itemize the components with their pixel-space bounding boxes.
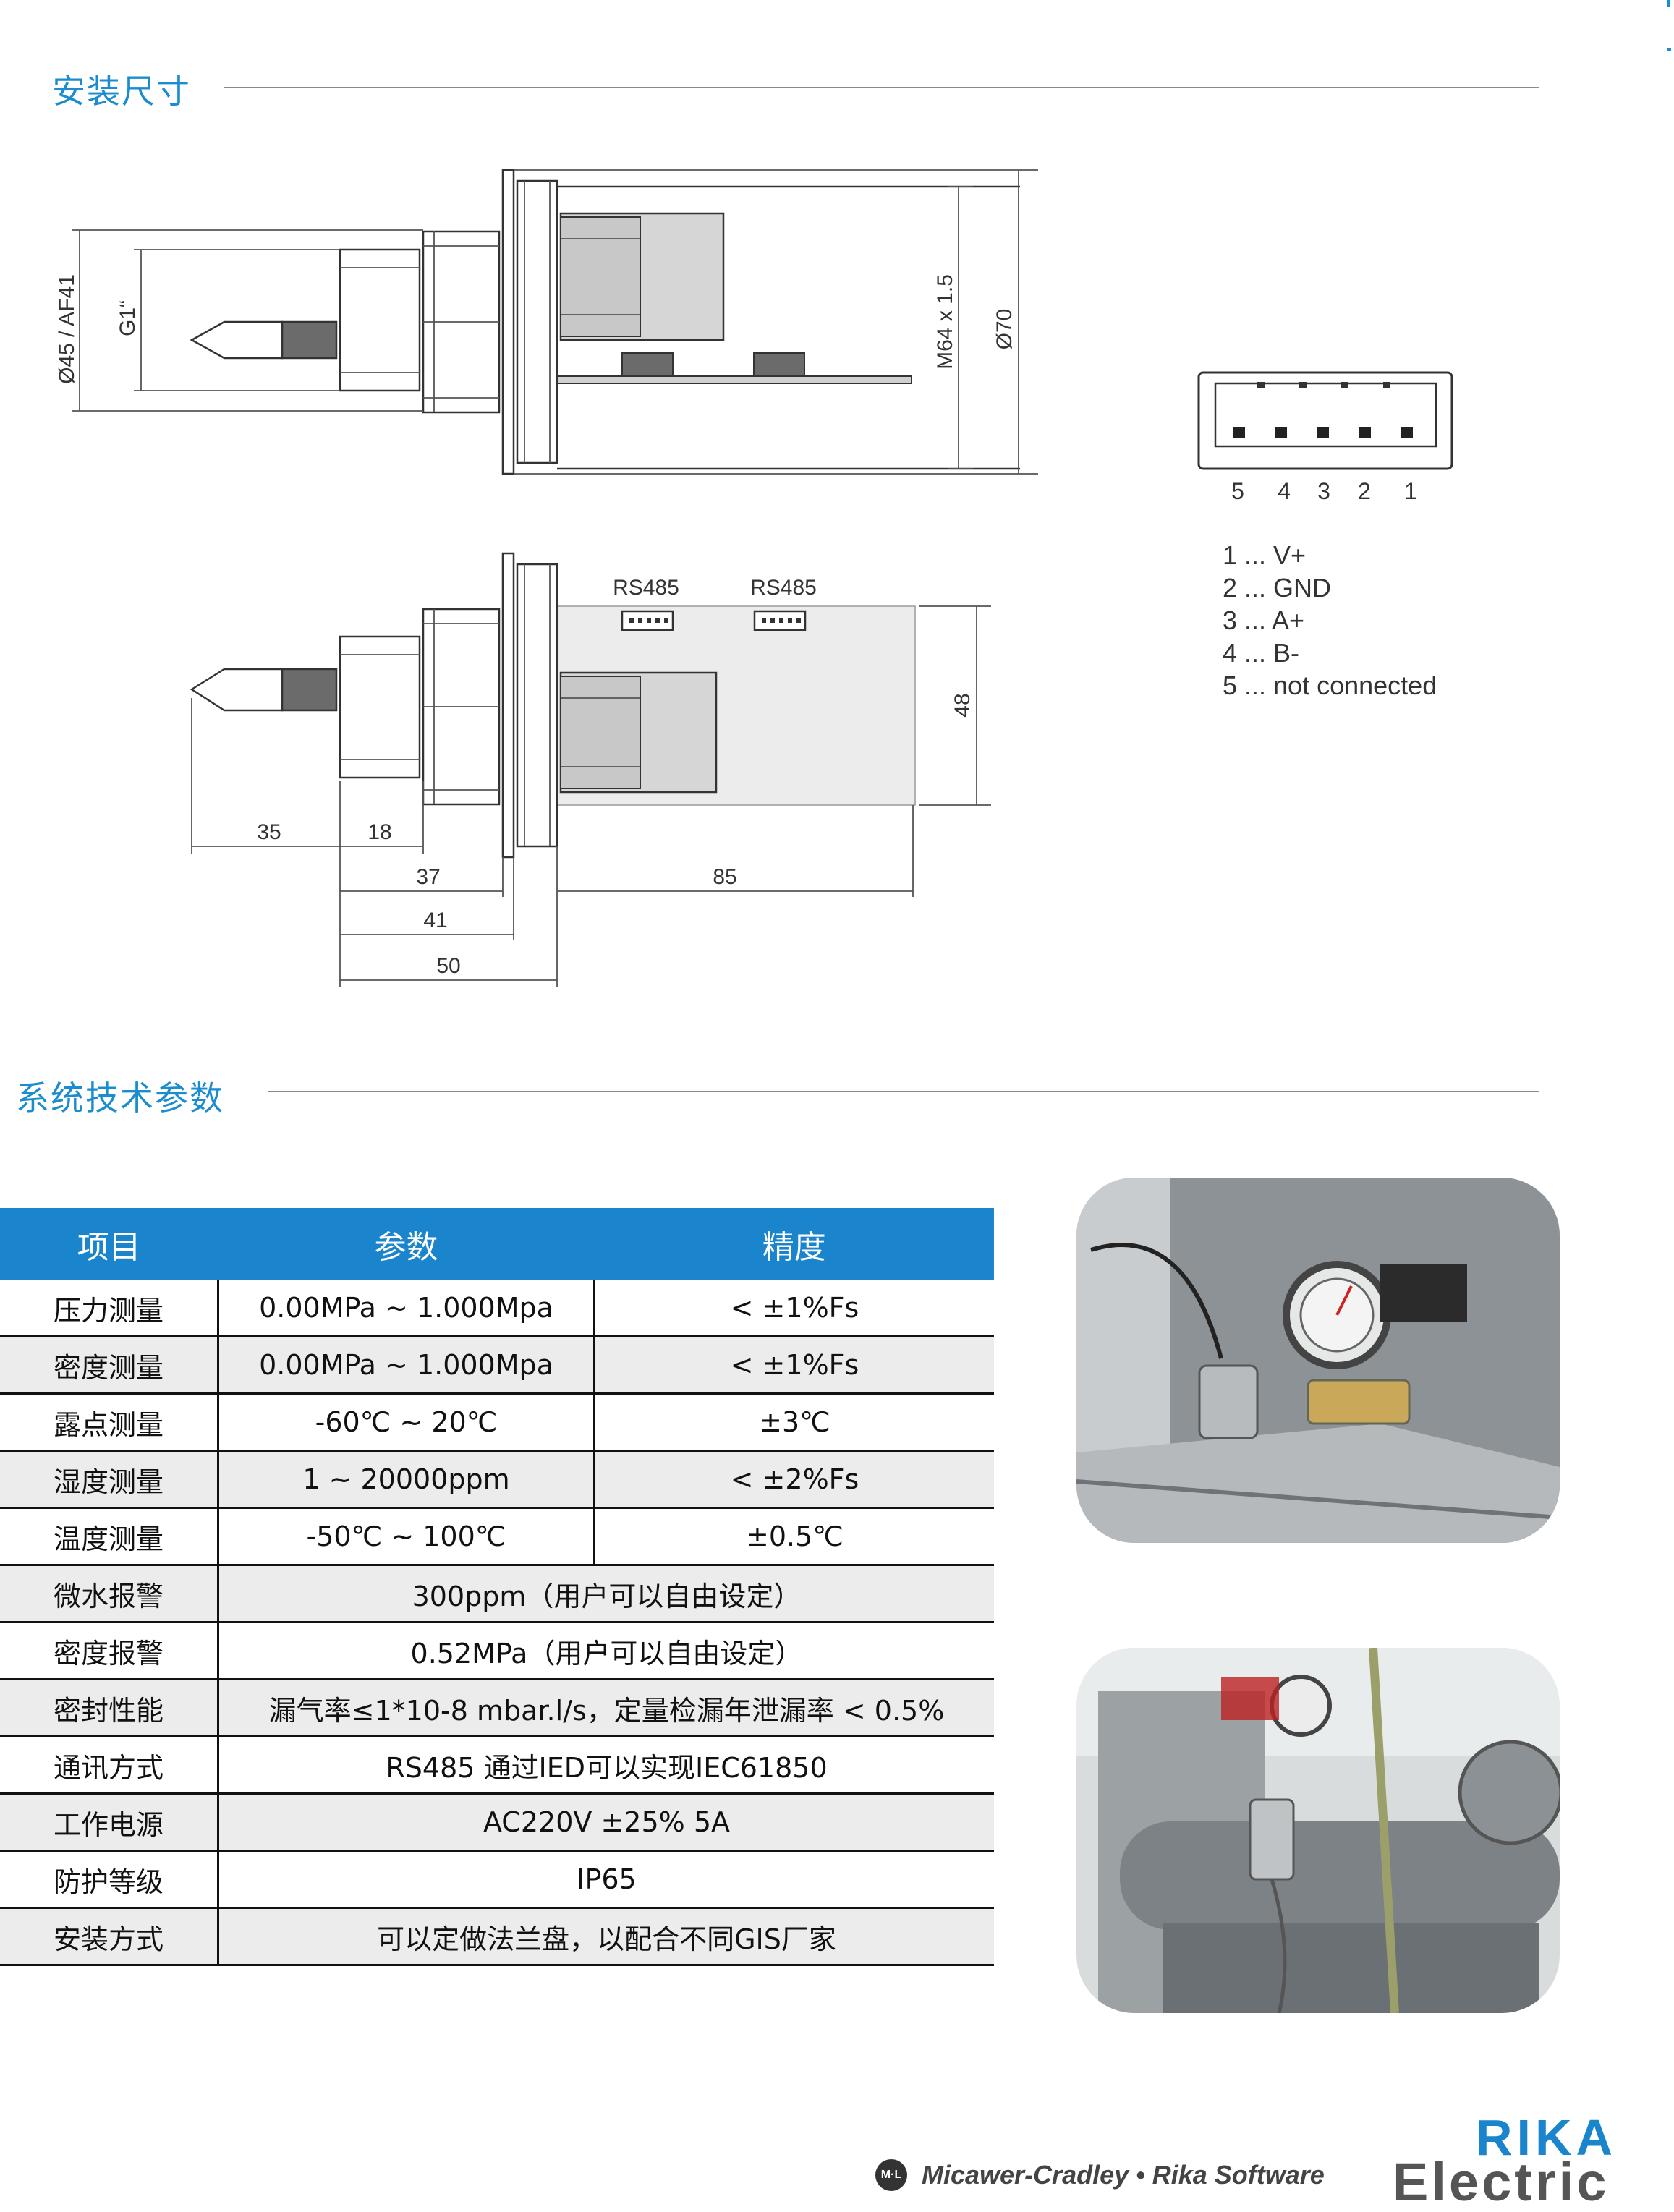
flange xyxy=(501,552,515,859)
probe-tip xyxy=(190,668,284,712)
table-cell-param: 0.52MPa（用户可以自由设定） xyxy=(218,1622,994,1680)
pin-number: 2 xyxy=(1358,478,1371,504)
pin-number: 5 xyxy=(1231,478,1244,504)
table-row: 温度测量 -50℃ ~ 100℃ ±0.5℃ xyxy=(0,1507,994,1566)
table-cell-accuracy: < ±1%Fs xyxy=(594,1280,994,1337)
electric-logo-text: Electric xyxy=(1393,2152,1610,2212)
pin-legend-item: 2 ... GND xyxy=(1223,573,1332,603)
table-cell-item: 湿度测量 xyxy=(0,1450,219,1509)
table-cell-item: 微水报警 xyxy=(0,1565,219,1623)
pin-legend-item: 3 ... A+ xyxy=(1223,605,1305,635)
table-cell-item: 压力测量 xyxy=(0,1280,219,1337)
table-row: 防护等级 IP65 xyxy=(0,1850,994,1909)
dim-50: 50 xyxy=(436,954,460,978)
pin-number: 4 xyxy=(1278,478,1291,504)
footer-brand-text: Micawer-Cradley • Rika Software xyxy=(922,2160,1325,2190)
technical-drawing: .ln { stroke:#333; stroke-width:2.5; fil… xyxy=(55,169,1453,987)
table-cell-item: 防护等级 xyxy=(0,1850,219,1909)
table-cell-param: 300ppm（用户可以自由设定） xyxy=(218,1565,994,1623)
pin-legend-item: 5 ... not connected xyxy=(1223,671,1437,700)
table-row: 露点测量 -60℃ ~ 20℃ ±3℃ xyxy=(0,1393,994,1452)
installation-photo-gis xyxy=(1076,1648,1560,2013)
table-cell-accuracy: ±0.5℃ xyxy=(594,1507,994,1566)
rs485-label: RS485 xyxy=(750,576,817,600)
dim-18: 18 xyxy=(367,820,391,844)
table-cell-item: 工作电源 xyxy=(0,1793,219,1852)
table-cell-item: 温度测量 xyxy=(0,1507,219,1566)
rs485-label: RS485 xyxy=(613,576,679,600)
table-cell-item: 安装方式 xyxy=(0,1907,219,1966)
table-header-row: 项目 参数 精度 xyxy=(0,1208,994,1280)
table-cell-accuracy: < ±1%Fs xyxy=(594,1336,994,1395)
table-cell-param: -50℃ ~ 100℃ xyxy=(218,1507,595,1566)
table-header: 项目 xyxy=(0,1208,218,1280)
table-row: 工作电源 AC220V ±25% 5A xyxy=(0,1793,994,1852)
section-title-tech: 系统技术参数 xyxy=(16,1079,224,1118)
section-divider xyxy=(224,87,1539,88)
dim-thread-label: M64 x 1.5 xyxy=(933,274,957,370)
table-cell-item: 密度报警 xyxy=(0,1622,219,1680)
table-cell-param: -60℃ ~ 20℃ xyxy=(218,1393,595,1452)
table-header: 参数 xyxy=(218,1208,595,1280)
dim-flange-label: Ø70 xyxy=(993,309,1016,350)
spec-table: 项目 参数 精度 压力测量 0.00MPa ~ 1.000Mpa < ±1%Fs… xyxy=(0,1208,994,1966)
section-title-install: 安装尺寸 xyxy=(52,72,191,111)
dim-dia-label: Ø45 / AF41 xyxy=(55,274,79,384)
sensor-band xyxy=(281,320,338,360)
dim-85: 85 xyxy=(713,865,736,889)
footer-brand: M·L Micawer-Cradley • Rika Software xyxy=(875,2159,1325,2191)
pin-legend: 1 ... V+ 2 ... GND 3 ... A+ 4 ... B- 5 .… xyxy=(1223,539,1437,702)
table-cell-param: 1 ~ 20000ppm xyxy=(218,1450,595,1509)
table-row: 压力测量 0.00MPa ~ 1.000Mpa < ±1%Fs xyxy=(0,1280,994,1337)
side-view: RS485 RS485 48 xyxy=(190,552,991,987)
table-row: 密度报警 0.52MPa（用户可以自由设定） xyxy=(0,1622,994,1680)
table-cell-accuracy: ±3℃ xyxy=(594,1393,994,1452)
pin-legend-item: 4 ... B- xyxy=(1223,638,1300,668)
table-row: 安装方式 可以定做法兰盘，以配合不同GIS厂家 xyxy=(0,1907,994,1966)
fitting-nut xyxy=(339,248,421,392)
table-cell-param: AC220V ±25% 5A xyxy=(218,1793,994,1852)
rika-logo-text: RIKA xyxy=(1476,2109,1618,2166)
edge-mark xyxy=(1667,0,1670,7)
table-cell-param: 0.00MPa ~ 1.000Mpa xyxy=(218,1336,595,1395)
dim-37: 37 xyxy=(416,865,440,889)
table-cell-item: 通讯方式 xyxy=(0,1736,219,1795)
table-row: 密度测量 0.00MPa ~ 1.000Mpa < ±1%Fs xyxy=(0,1336,994,1395)
dim-35: 35 xyxy=(257,820,281,844)
table-cell-param: 0.00MPa ~ 1.000Mpa xyxy=(218,1280,595,1337)
table-cell-param: 漏气率≤1*10-8 mbar.l/s，定量检漏年泄漏率 < 0.5% xyxy=(218,1679,994,1737)
pin-legend-item: 1 ... V+ xyxy=(1223,540,1307,570)
dim-41: 41 xyxy=(423,909,447,932)
pin-number: 1 xyxy=(1404,478,1417,504)
probe-tip xyxy=(190,320,284,360)
table-row: 通讯方式 RS485 通过IED可以实现IEC61850 xyxy=(0,1736,994,1795)
installation-photo-gauge xyxy=(1076,1178,1560,1543)
table-cell-param: RS485 通过IED可以实现IEC61850 xyxy=(218,1736,994,1795)
table-row: 密封性能 漏气率≤1*10-8 mbar.l/s，定量检漏年泄漏率 < 0.5% xyxy=(0,1679,994,1737)
table-header: 精度 xyxy=(594,1208,994,1280)
pin-connector: 5 4 3 2 1 xyxy=(1197,371,1453,504)
table-cell-param: IP65 xyxy=(218,1850,994,1909)
dim-g-label: G1“ xyxy=(116,300,140,336)
table-row: 湿度测量 1 ~ 20000ppm < ±2%Fs xyxy=(0,1450,994,1509)
table-cell-item: 密度测量 xyxy=(0,1336,219,1395)
flange xyxy=(501,169,515,475)
sensor-band xyxy=(281,668,338,712)
dim-48: 48 xyxy=(951,693,974,717)
table-cell-item: 密封性能 xyxy=(0,1679,219,1737)
pin-number: 3 xyxy=(1317,478,1330,504)
ml-logo: M·L xyxy=(875,2159,907,2191)
table-cell-accuracy: < ±2%Fs xyxy=(594,1450,994,1509)
table-cell-param: 可以定做法兰盘，以配合不同GIS厂家 xyxy=(218,1907,994,1966)
edge-mark xyxy=(1667,48,1671,51)
pcb xyxy=(556,375,912,384)
table-cell-item: 露点测量 xyxy=(0,1393,219,1452)
flange-ring xyxy=(516,563,558,848)
fitting-nut xyxy=(339,635,421,779)
top-view: Ø45 / AF41 G1“ M64 x 1.5 Ø70 xyxy=(55,169,1038,475)
flange-ring xyxy=(516,179,558,464)
section-divider xyxy=(268,1091,1539,1092)
table-row: 微水报警 300ppm（用户可以自由设定） xyxy=(0,1565,994,1623)
